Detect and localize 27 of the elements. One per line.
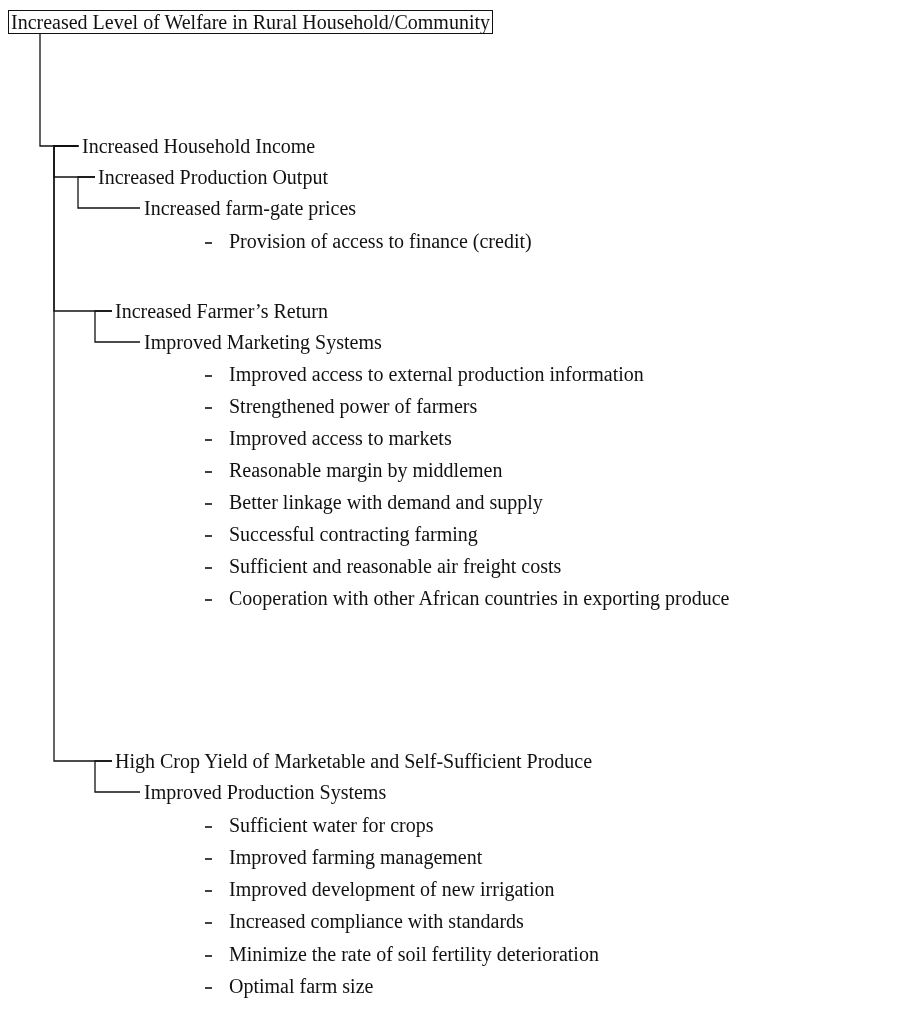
list-item-text: Improved development of new irrigation xyxy=(229,878,555,900)
list-item-text: Cooperation with other African countries in exporting produce xyxy=(229,587,730,609)
list-item-text: Reasonable margin by middlemen xyxy=(229,459,503,481)
connector-line xyxy=(94,760,141,793)
list-item-text: Minimize the rate of soil fertility deterioration xyxy=(229,943,599,965)
tree-item-label: Improved Marketing Systems xyxy=(144,331,382,353)
tree-item-label: High Crop Yield of Marketable and Self-Sufficient Produce xyxy=(115,750,593,772)
list-item-text: Improved access to markets xyxy=(229,427,452,449)
tree-item-label: Increased Household Income xyxy=(82,135,316,157)
list-item-text: Improved farming management xyxy=(229,846,483,868)
connector-line xyxy=(94,310,141,343)
list-item-text: Sufficient water for crops xyxy=(229,814,434,836)
tree-item-label: Improved Production Systems xyxy=(144,781,387,803)
list-item-text: Provision of access to finance (credit) xyxy=(229,230,532,252)
tree-item-label: Increased Farmer’s Return xyxy=(115,300,328,322)
list-item-text: Successful contracting farming xyxy=(229,523,478,545)
list-item-text: Improved access to external production information xyxy=(229,363,644,385)
list-item-text: Sufficient and reasonable air freight costs xyxy=(229,555,562,577)
tree-item-label: Increased farm-gate prices xyxy=(144,197,357,219)
list-item-text: Strengthened power of farmers xyxy=(229,395,478,417)
connector-line xyxy=(77,176,141,209)
list-item-text: Optimal farm size xyxy=(229,975,374,997)
tree-item-label: Increased Production Output xyxy=(98,166,328,188)
goal-box: Increased Level of Welfare in Rural Household/Community xyxy=(8,10,493,34)
list-item-text: Increased compliance with standards xyxy=(229,910,524,932)
list-item-text: Better linkage with demand and supply xyxy=(229,491,543,513)
connector-line xyxy=(39,33,80,147)
